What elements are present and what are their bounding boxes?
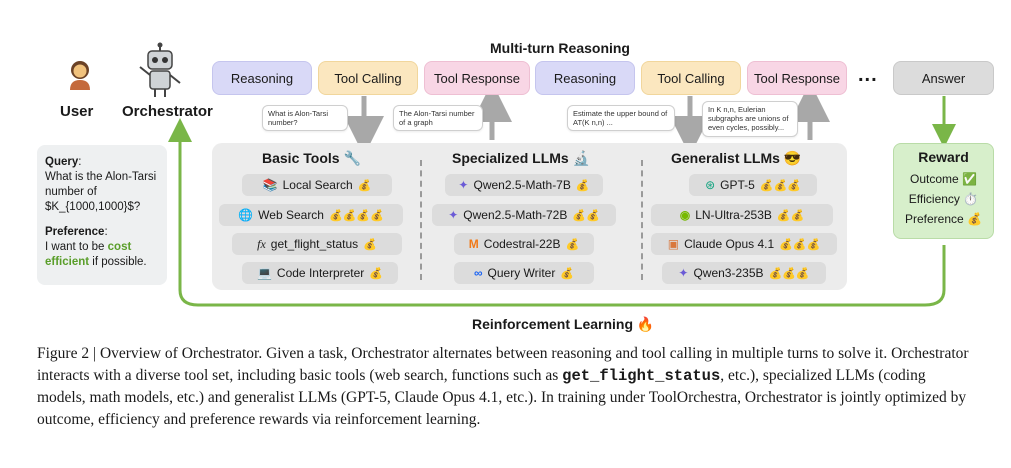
tool-qwen25-math-7b: ✦Qwen2.5-Math-7B💰 (445, 174, 603, 196)
step-reasoning-1: Reasoning (212, 61, 312, 95)
reward-preference: Preference 💰 (905, 212, 982, 226)
reinforcement-learning-label: Reinforcement Learning 🔥 (472, 316, 655, 332)
query-card: Query: What is the Alon-Tarsi number of … (37, 145, 167, 285)
reward-box: Reward Outcome ✅ Efficiency ⏱️ Preferenc… (893, 143, 994, 239)
step-tool-calling-1: Tool Calling (318, 61, 418, 95)
globe-icon: 🌐 (238, 208, 254, 222)
tool-query-writer: ∞Query Writer💰 (454, 262, 594, 284)
tool-local-search: 📚Local Search💰 (242, 174, 392, 196)
function-icon: fx (257, 236, 266, 251)
step-reasoning-2: Reasoning (535, 61, 635, 95)
basic-tools-heading: Basic Tools 🔧 (262, 150, 361, 166)
bubble-tool-response: The Alon-Tarsi number of a graph (393, 105, 483, 131)
tool-web-search: 🌐Web Search💰💰💰💰 (219, 204, 403, 226)
bubble-response-step: In K n,n, Eulerian subgraphs are unions … (702, 101, 798, 137)
figure-title: Multi-turn Reasoning (490, 40, 630, 56)
reinforcement-loop-arrow (168, 118, 946, 307)
column-divider-2 (641, 160, 643, 280)
qwen-icon: ✦ (448, 208, 459, 222)
step-tool-response-2: Tool Response (747, 61, 847, 95)
anthropic-icon: ▣ (667, 237, 680, 251)
answer-box: Answer (893, 61, 994, 95)
orchestrator-label: Orchestrator (122, 103, 213, 120)
step-tool-calling-2: Tool Calling (641, 61, 741, 95)
meta-icon: ∞ (473, 266, 483, 280)
reward-title: Reward (918, 149, 969, 165)
nvidia-icon: ◉ (679, 208, 691, 222)
tool-claude-opus-41: ▣Claude Opus 4.1💰💰💰 (651, 233, 837, 255)
tool-ln-ultra-253b: ◉LN-Ultra-253B💰💰 (651, 204, 833, 226)
figure-caption: Figure 2 | Overview of Orchestrator. Giv… (37, 345, 969, 428)
qwen-icon: ✦ (678, 266, 689, 280)
preference-text: I want to be cost efficient if possible. (45, 241, 147, 268)
reward-outcome: Outcome ✅ (910, 172, 977, 186)
books-icon: 📚 (262, 178, 278, 192)
step-tool-response-1: Tool Response (424, 61, 530, 95)
openai-icon: ⊛ (705, 178, 716, 192)
query-label: Query (45, 156, 79, 168)
wrench-icon: 🔧 (343, 150, 361, 166)
tool-qwen25-math-72b: ✦Qwen2.5-Math-72B💰💰 (432, 204, 616, 226)
microscope-icon: 🔬 (572, 150, 591, 166)
reward-efficiency: Efficiency ⏱️ (908, 192, 979, 206)
qwen-icon: ✦ (458, 178, 469, 192)
mistral-icon: M (468, 237, 479, 251)
bubble-reasoning-step: Estimate the upper bound of AT(K n,n) ..… (567, 105, 675, 131)
terminal-icon: 💻 (256, 266, 272, 280)
bubble-query-tool-call: What is Alon-Tarsi number? (262, 105, 348, 131)
user-avatar-icon (70, 61, 90, 90)
robot-orchestrator-icon (139, 42, 181, 97)
tool-qwen3-235b: ✦Qwen3-235B💰💰💰 (662, 262, 826, 284)
column-divider-1 (420, 160, 422, 280)
user-label: User (60, 103, 94, 120)
specialized-llms-heading: Specialized LLMs 🔬 (452, 150, 591, 166)
generalist-llms-heading: Generalist LLMs 😎 (671, 150, 802, 166)
sunglasses-emoji-icon: 😎 (783, 150, 802, 166)
query-text: What is the Alon-Tarsi number of $K_{100… (45, 171, 157, 213)
tool-code-interpreter: 💻Code Interpreter💰 (242, 262, 398, 284)
more-steps-ellipsis: ... (858, 64, 878, 86)
tool-gpt-5: ⊛GPT-5💰💰💰 (689, 174, 817, 196)
preference-label: Preference (45, 226, 105, 238)
